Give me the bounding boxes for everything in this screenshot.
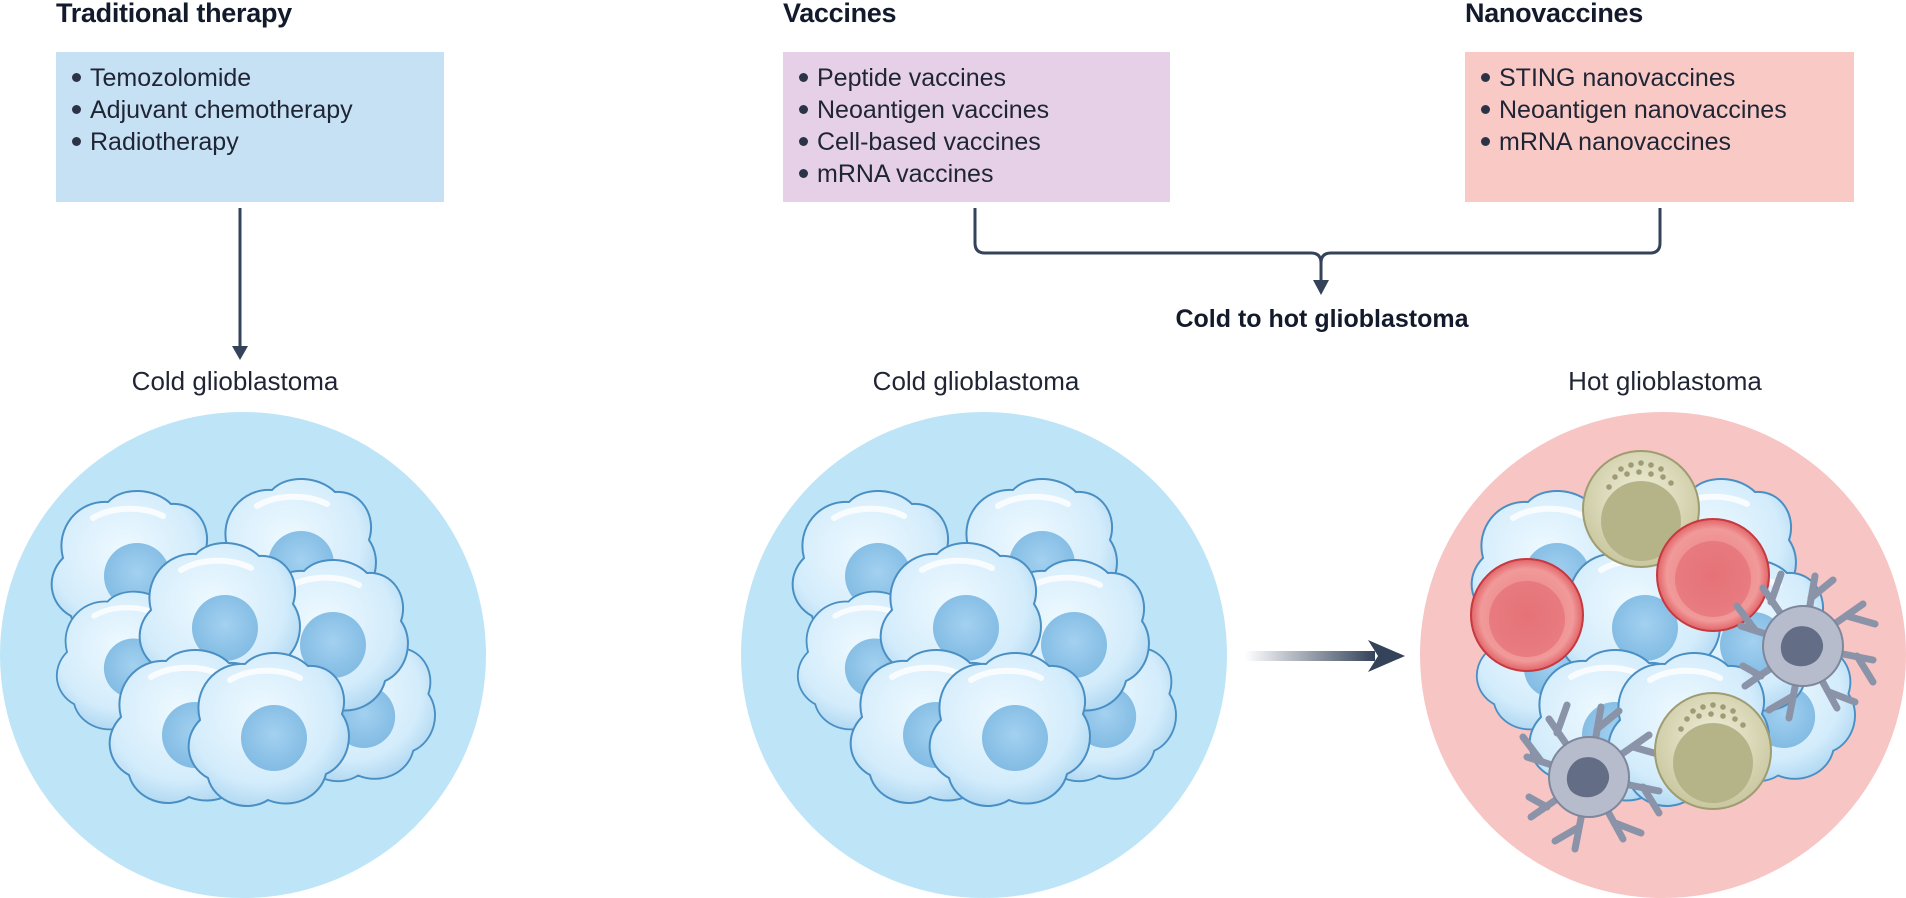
tumor-label-cold-2: Cold glioblastoma (872, 366, 1080, 396)
list-item: Cell-based vaccines (799, 126, 1170, 158)
merge-label: Cold to hot glioblastoma (1175, 305, 1469, 333)
traditional-therapy-box: Temozolomide Adjuvant chemotherapy Radio… (56, 52, 444, 202)
hot-tumor (1420, 412, 1906, 898)
list-item: Adjuvant chemotherapy (72, 94, 444, 126)
list-item: Temozolomide (72, 62, 444, 94)
list-item: mRNA vaccines (799, 158, 1170, 190)
vaccines-box: Peptide vaccines Neoantigen vaccines Cel… (783, 52, 1170, 202)
nanovaccines-box: STING nanovaccines Neoantigen nanovaccin… (1465, 52, 1854, 202)
list-item: Neoantigen nanovaccines (1481, 94, 1854, 126)
list-item: STING nanovaccines (1481, 62, 1854, 94)
list-item: Peptide vaccines (799, 62, 1170, 94)
merge-arrow-head (1313, 280, 1329, 295)
tumor-label-hot: Hot glioblastoma (1568, 366, 1762, 396)
heading-traditional-therapy: Traditional therapy (56, 0, 292, 28)
list-item: Neoantigen vaccines (799, 94, 1170, 126)
merge-bracket-arrow (973, 208, 1662, 284)
tumor-label-cold-1: Cold glioblastoma (131, 366, 339, 396)
arrow-down-traditional (232, 208, 248, 360)
list-item: mRNA nanovaccines (1481, 126, 1854, 158)
list-item: Radiotherapy (72, 126, 444, 158)
transition-arrow (1245, 640, 1405, 672)
heading-nanovaccines: Nanovaccines (1465, 0, 1643, 28)
cold-tumor-2 (741, 412, 1227, 898)
heading-vaccines: Vaccines (783, 0, 897, 28)
cold-tumor-1 (0, 412, 486, 898)
